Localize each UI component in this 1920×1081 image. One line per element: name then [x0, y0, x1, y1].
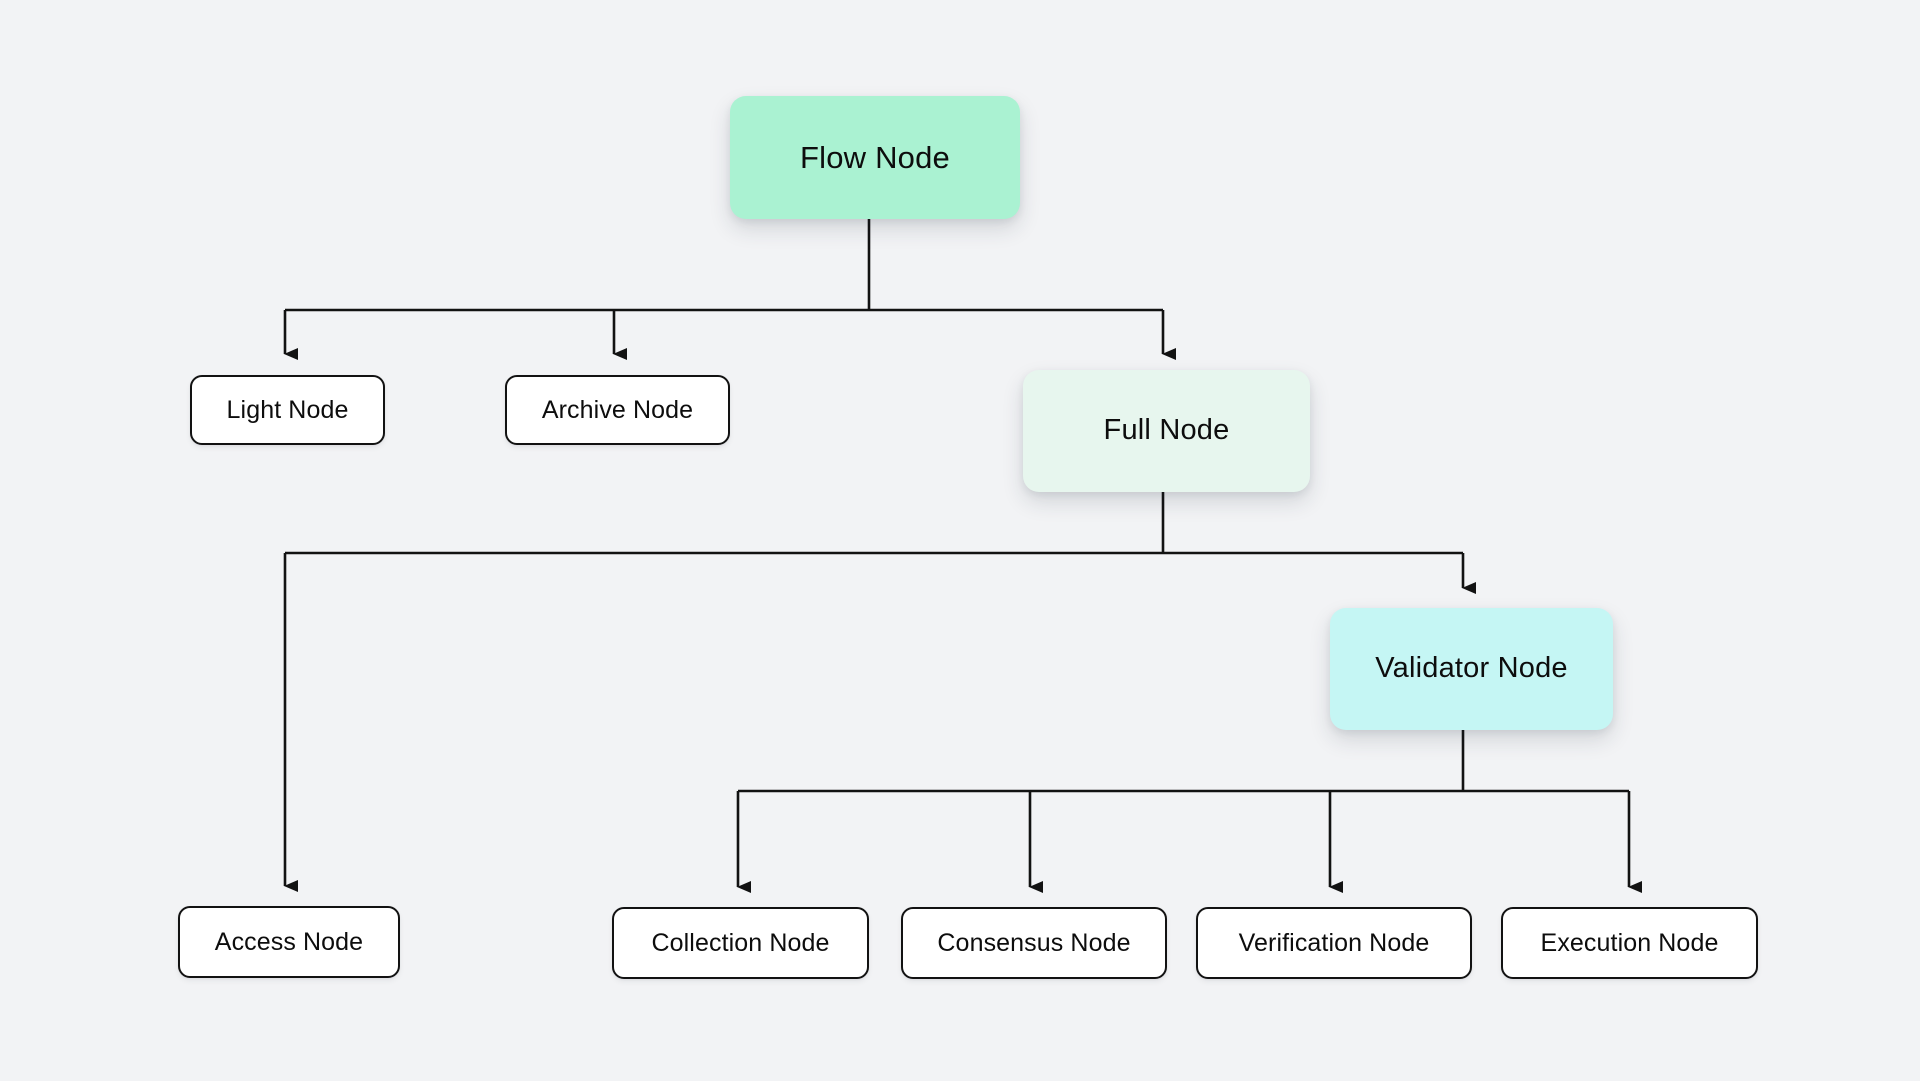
- node-consensus-node-label: Consensus Node: [937, 928, 1131, 957]
- edge-group-flow-children: [283, 219, 1176, 360]
- node-collection-node[interactable]: Collection Node: [612, 907, 869, 979]
- node-verification-node[interactable]: Verification Node: [1196, 907, 1472, 979]
- node-archive-node[interactable]: Archive Node: [505, 375, 730, 445]
- node-access-node[interactable]: Access Node: [178, 906, 400, 978]
- node-verification-node-label: Verification Node: [1238, 928, 1430, 957]
- edge-group-validator-children: [736, 730, 1642, 893]
- node-collection-node-label: Collection Node: [651, 928, 830, 957]
- node-light-node[interactable]: Light Node: [190, 375, 385, 445]
- node-validator-node-label: Validator Node: [1375, 652, 1568, 685]
- node-validator-node[interactable]: Validator Node: [1330, 608, 1613, 730]
- node-access-node-label: Access Node: [214, 927, 364, 956]
- node-archive-node-label: Archive Node: [541, 395, 694, 424]
- node-full-node-label: Full Node: [1103, 414, 1230, 447]
- node-execution-node[interactable]: Execution Node: [1501, 907, 1758, 979]
- node-execution-node-label: Execution Node: [1540, 928, 1719, 957]
- node-flow-node[interactable]: Flow Node: [730, 96, 1020, 219]
- node-light-node-label: Light Node: [226, 395, 349, 424]
- node-full-node[interactable]: Full Node: [1023, 370, 1310, 492]
- node-flow-node-label: Flow Node: [800, 139, 950, 175]
- node-consensus-node[interactable]: Consensus Node: [901, 907, 1167, 979]
- edge-group-full-children: [283, 492, 1476, 892]
